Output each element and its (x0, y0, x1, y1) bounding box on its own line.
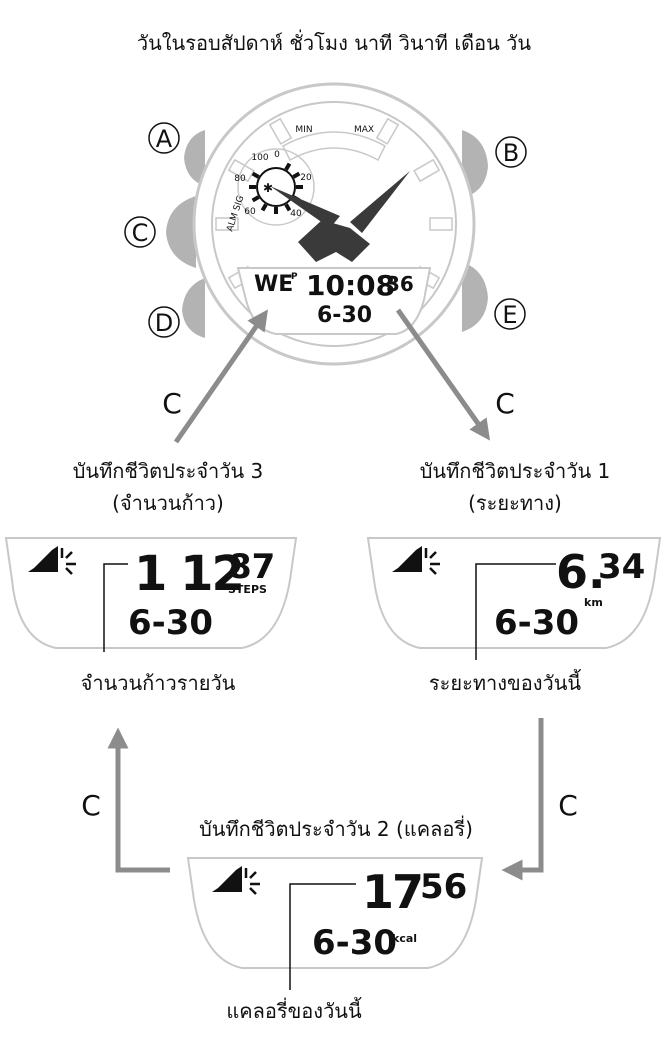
subdial-segment (284, 162, 292, 171)
subdial-number: 100 (251, 153, 268, 163)
arrow-label-c: C (495, 387, 515, 420)
log2-value-small: 56 (420, 867, 467, 907)
subdial-inner (256, 167, 296, 207)
log3-value-big: 1 12 (134, 546, 243, 602)
upper-arc-gauge (282, 131, 386, 162)
activity-rays-icon (60, 548, 76, 575)
hour-marker (215, 217, 239, 231)
log2-value-big: 17 (362, 865, 422, 919)
log3-value-small: 87 (228, 547, 275, 587)
log1-title: บันทึกชีวิตประจำวัน 1 (420, 459, 611, 483)
hour-marker (268, 117, 293, 145)
minute-hand (350, 171, 410, 233)
dial-max-label: MAX (354, 125, 374, 135)
watch-illustration: MIN MAX 100 0 80 20 60 40 ALM SIG ✱ WE P… (166, 82, 488, 366)
log1-unit: km (584, 596, 603, 609)
lcd-date: 6-30 (317, 303, 372, 328)
button-b-label-ring (495, 136, 527, 168)
button-e-label: E (502, 301, 517, 329)
activity-icon (212, 866, 260, 895)
log1-value-big: 6. (556, 545, 605, 599)
activity-bars-icon (28, 546, 58, 572)
log3-lcd-frame (4, 537, 298, 649)
subdial-number: 40 (290, 209, 302, 219)
log3-date: 6-30 (128, 603, 213, 643)
log1-subtitle: (ระยะทาง) (468, 491, 562, 515)
button-e-shape (462, 262, 488, 332)
arrow-label-c: C (162, 387, 182, 420)
log2-title: บันทึกชีวิตประจำวัน 2 (แคลอรี่) (199, 815, 473, 841)
activity-bars-icon (392, 546, 422, 572)
dial-min-label: MIN (295, 125, 312, 135)
activity-rays-icon (244, 868, 260, 895)
subdial-segment (251, 171, 260, 179)
button-c-label-ring (124, 216, 156, 248)
log1-date: 6-30 (494, 603, 579, 643)
activity-rays-icon (424, 548, 440, 575)
lcd-day: WE (254, 272, 293, 297)
arrow-to-log1 (395, 308, 491, 441)
button-d-label: D (155, 309, 173, 337)
button-a-shape (184, 130, 205, 186)
lcd-seconds: 36 (386, 272, 414, 296)
log2-date: 6-30 (312, 923, 397, 963)
log2-lcd-frame (186, 857, 484, 969)
log1-pointer (475, 563, 556, 660)
hands-hub (298, 220, 370, 262)
log3-pointer (103, 563, 128, 652)
log1-panel: บันทึกชีวิตประจำวัน 1 (ระยะทาง) 6. 34 km… (366, 459, 662, 695)
log1-lcd-frame (366, 537, 662, 649)
button-d-shape (182, 278, 205, 338)
subdial-number: 20 (300, 173, 312, 183)
log3-title: บันทึกชีวิตประจำวัน 3 (73, 459, 264, 483)
arrow-to-log3 (173, 309, 268, 444)
subdial-segment (292, 171, 301, 179)
arrow-to-log2 (501, 718, 544, 881)
log3-panel: บันทึกชีวิตประจำวัน 3 (จำนวนก้าว) 1 12 8… (4, 459, 298, 695)
subdial-number: 60 (244, 207, 256, 217)
bluetooth-icon: ✱ (263, 181, 273, 195)
log2-pointer (289, 883, 356, 990)
log3-subtitle: (จำนวนก้าว) (112, 491, 224, 515)
arrow-label-c: C (81, 789, 101, 822)
subdial-segment (260, 203, 268, 212)
button-c-label: C (132, 219, 149, 247)
subdial-number: 80 (234, 174, 246, 184)
hour-hand (270, 186, 340, 228)
button-e-label-ring (494, 298, 526, 330)
log3-caption: จำนวนก้าวรายวัน (81, 671, 236, 695)
log2-unit: kcal (392, 932, 417, 945)
subdial-segment (251, 195, 260, 203)
lcd-pm-indicator: P (291, 272, 298, 282)
log1-value-small: 34 (598, 547, 645, 587)
button-labels: A B C D E (124, 122, 527, 338)
log1-caption: ระยะทางของวันนี้ (429, 669, 581, 695)
hour-marker (429, 217, 453, 231)
watch-bezel (211, 101, 457, 347)
activity-bars-icon (212, 866, 242, 892)
diagram-title: วันในรอบสัปดาห์ ชั่วโมง นาที วินาที เดือ… (137, 29, 532, 55)
arrow-label-c: C (558, 789, 578, 822)
button-c-shape (166, 196, 196, 268)
hour-marker (413, 158, 441, 183)
subdial-segment (284, 203, 292, 212)
button-b-label: B (503, 139, 519, 167)
lcd-time: 10:08 (306, 269, 395, 302)
button-d-label-ring (148, 306, 180, 338)
activity-icon (392, 546, 440, 575)
mode-arrows (107, 308, 544, 881)
subdial (237, 148, 315, 226)
button-a-label-ring (148, 122, 180, 154)
button-a-label: A (156, 125, 173, 153)
log2-caption: แคลอรี่ของวันนี้ (226, 997, 362, 1023)
arrow-from-log2 (107, 727, 170, 873)
log3-unit: STEPS (228, 583, 267, 596)
subdial-number: 0 (274, 150, 280, 160)
activity-icon (28, 546, 76, 575)
hour-marker (375, 117, 400, 145)
log2-panel: บันทึกชีวิตประจำวัน 2 (แคลอรี่) 17 56 6-… (186, 815, 484, 1023)
